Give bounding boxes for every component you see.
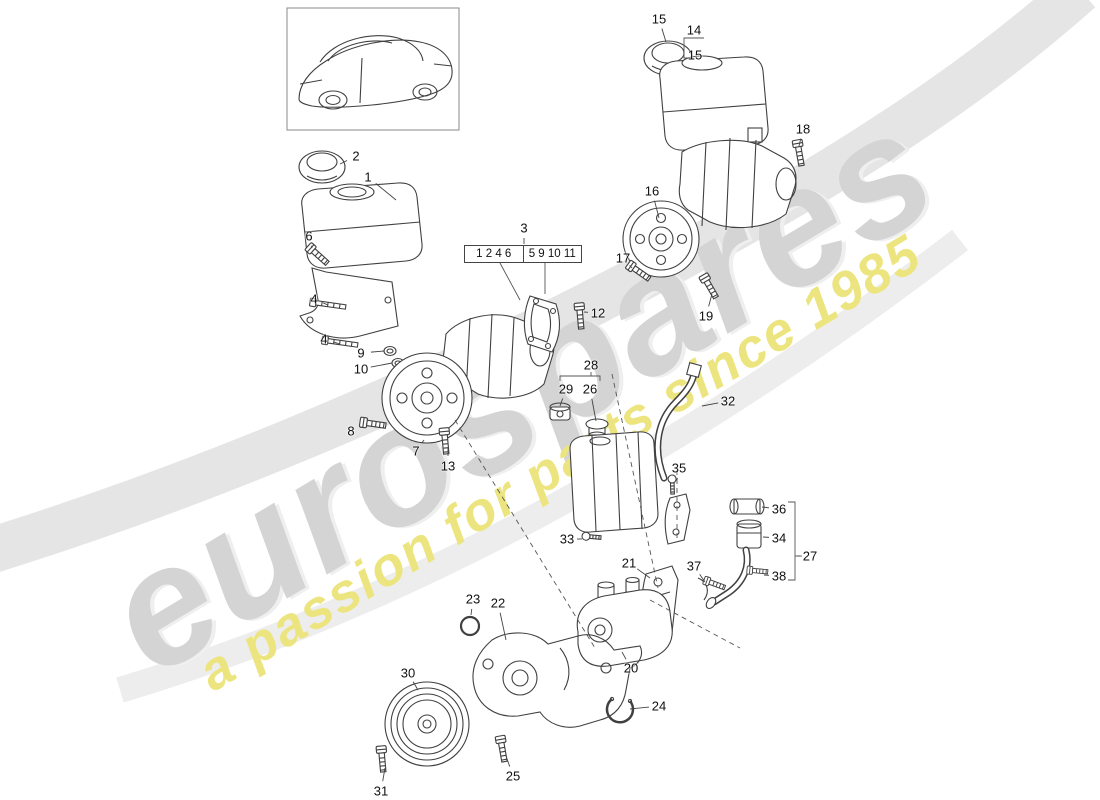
part-number-16[interactable]: 16 bbox=[644, 183, 660, 199]
part-number-23[interactable]: 23 bbox=[465, 591, 481, 607]
part-number-28[interactable]: 28 bbox=[583, 357, 599, 373]
part-number-36[interactable]: 36 bbox=[771, 501, 787, 517]
part-number-10[interactable]: 10 bbox=[353, 361, 369, 377]
part-number-1[interactable]: 1 bbox=[364, 169, 372, 185]
part-number-14[interactable]: 14 bbox=[686, 22, 702, 38]
part-number-9[interactable]: 9 bbox=[357, 345, 365, 361]
part-number-22[interactable]: 22 bbox=[490, 595, 506, 611]
part-number-15[interactable]: 15 bbox=[651, 11, 667, 27]
part-number-20[interactable]: 20 bbox=[623, 660, 639, 676]
part-pulley-30 bbox=[384, 681, 470, 767]
part-number-13[interactable]: 13 bbox=[440, 458, 456, 474]
part-number-8[interactable]: 8 bbox=[347, 423, 355, 439]
part-number-38[interactable]: 38 bbox=[771, 568, 787, 584]
part-number-19[interactable]: 19 bbox=[698, 308, 714, 324]
part-number-21[interactable]: 21 bbox=[621, 555, 637, 571]
part-number-32[interactable]: 32 bbox=[720, 393, 736, 409]
part-number-18[interactable]: 18 bbox=[795, 121, 811, 137]
part-number-4[interactable]: 4 bbox=[310, 291, 318, 307]
part-number-3[interactable]: 3 bbox=[520, 220, 528, 236]
part-number-31[interactable]: 31 bbox=[373, 783, 389, 799]
part-number-29[interactable]: 29 bbox=[558, 381, 574, 397]
part-number-27[interactable]: 27 bbox=[802, 548, 818, 564]
part-number-35[interactable]: 35 bbox=[671, 460, 687, 476]
part-number-2[interactable]: 2 bbox=[352, 148, 360, 164]
part-number-17[interactable]: 17 bbox=[615, 250, 631, 266]
part-number-6[interactable]: 6 bbox=[305, 228, 313, 244]
part-number-7[interactable]: 7 bbox=[412, 443, 420, 459]
part-number-12[interactable]: 12 bbox=[590, 305, 606, 321]
part-number-4[interactable]: 4 bbox=[320, 331, 328, 347]
part-number-33[interactable]: 33 bbox=[559, 531, 575, 547]
part-number-30[interactable]: 30 bbox=[400, 665, 416, 681]
part-number-25[interactable]: 25 bbox=[505, 768, 521, 784]
part-number-15[interactable]: 15 bbox=[687, 47, 703, 63]
part-number-37[interactable]: 37 bbox=[686, 558, 702, 574]
part-number-26[interactable]: 26 bbox=[582, 381, 598, 397]
part-number-24[interactable]: 24 bbox=[651, 698, 667, 714]
part-number-34[interactable]: 34 bbox=[771, 530, 787, 546]
